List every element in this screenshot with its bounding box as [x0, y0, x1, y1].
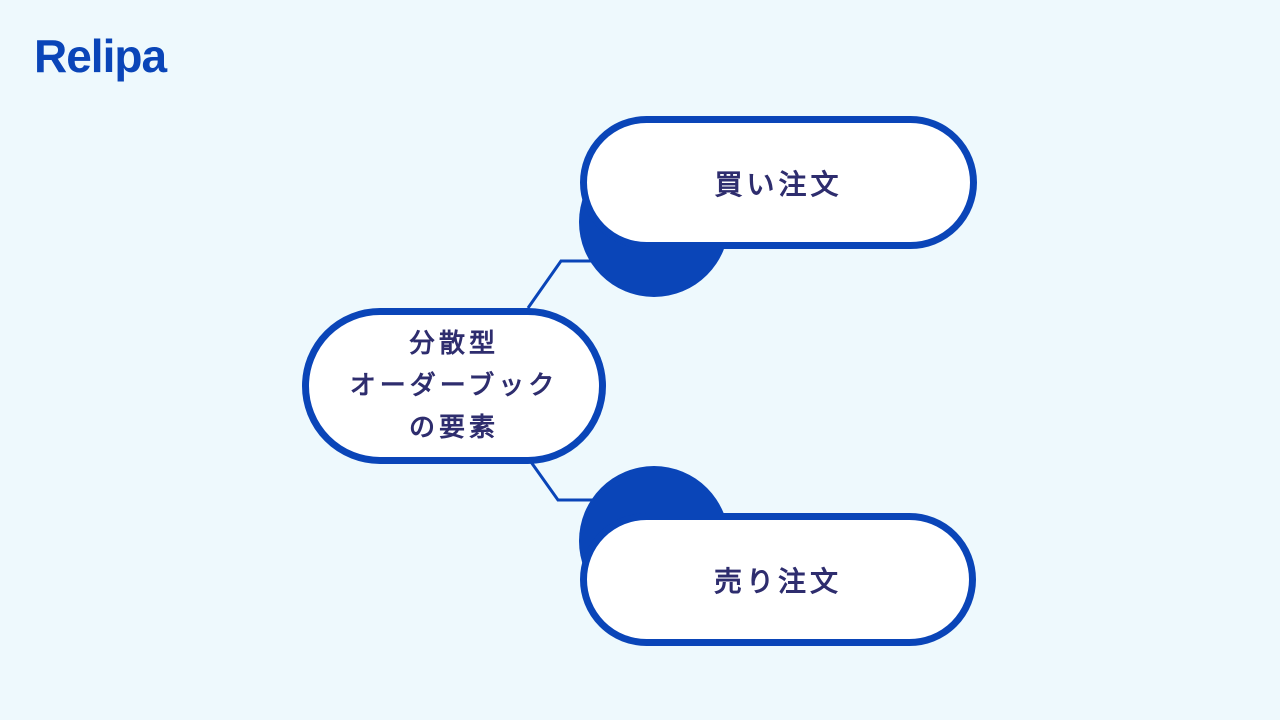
sell-order-label: 売り注文 — [713, 564, 842, 598]
center-node-line-1: 分散型 — [408, 329, 499, 359]
connector-bottom — [529, 461, 600, 502]
center-node: 分散型 オーダーブック の要素 — [302, 308, 606, 464]
center-node-line-3: の要素 — [408, 413, 499, 443]
buy-order-label: 買い注文 — [714, 167, 843, 201]
relipa-logo: Relipa — [34, 30, 167, 82]
logo-text: Relipa — [34, 30, 167, 82]
sell-order-node: 売り注文 — [580, 513, 976, 646]
buy-order-node: 買い注文 — [580, 116, 977, 249]
center-node-line-2: オーダーブック — [349, 371, 559, 401]
connector-top — [526, 259, 600, 309]
